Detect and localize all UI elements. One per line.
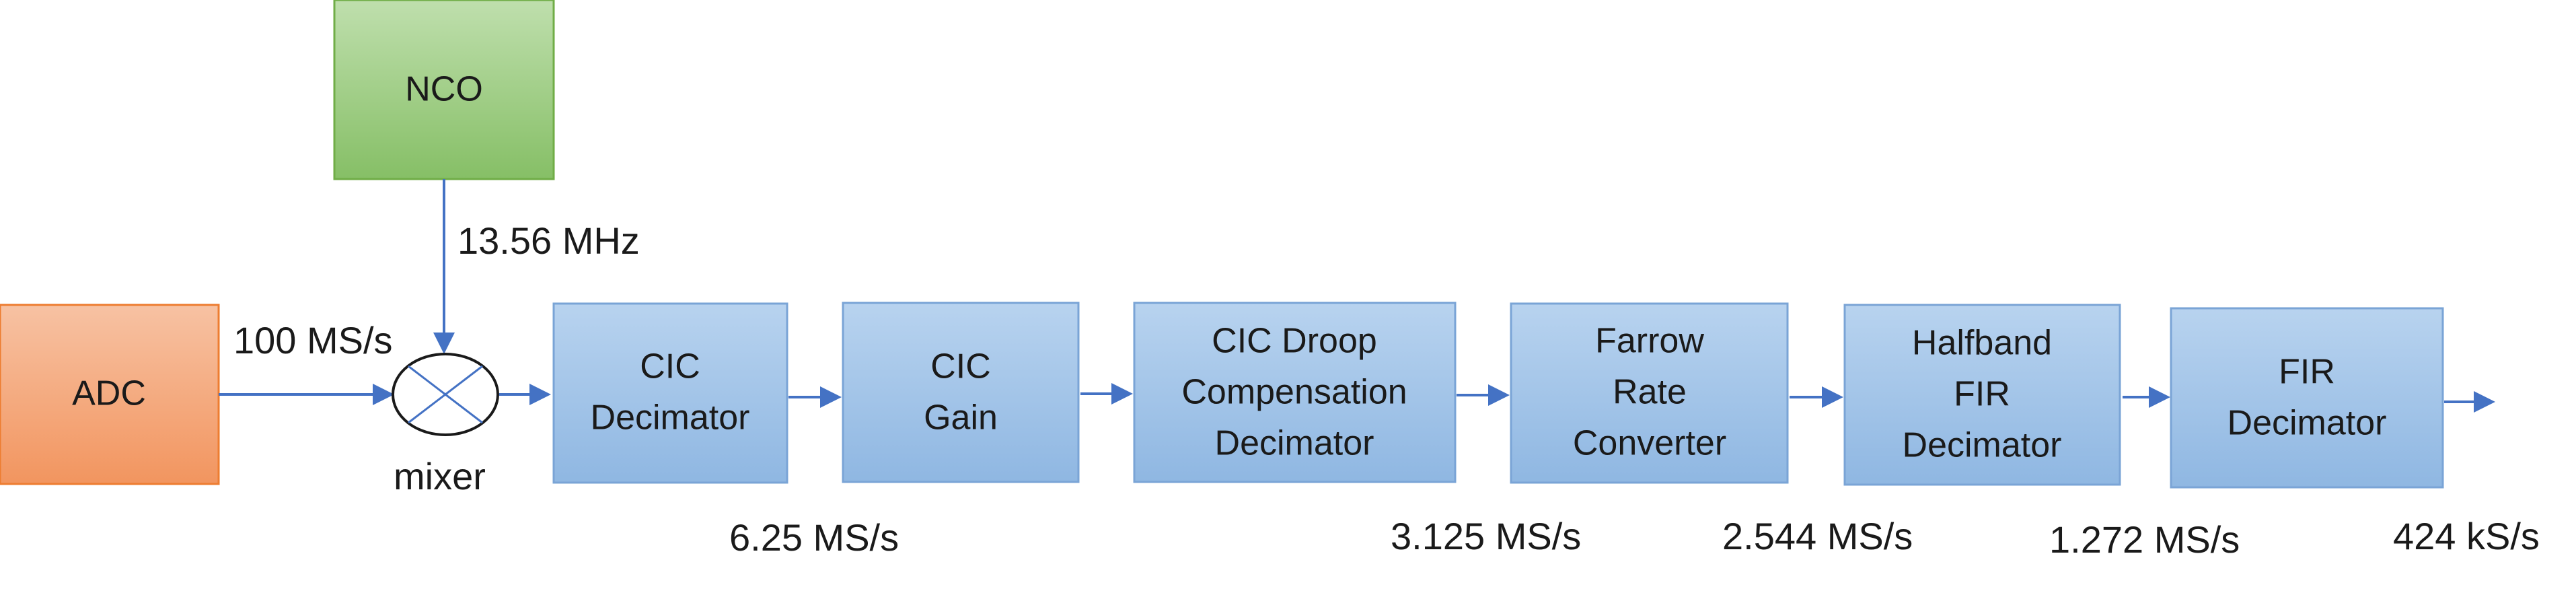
farrow-label-line3: Converter [1573,424,1726,463]
adc-label: ADC [72,374,146,413]
mixer-label: mixer [394,455,486,497]
droop-output-rate-label: 3.125 MS/s [1391,515,1581,557]
cic-gain-label-line1: CIC [930,347,991,386]
adc-block: ADC [0,304,220,485]
cic-gain-block: CIC Gain [842,302,1080,483]
fir-decimator-block: FIR Decimator [2170,307,2444,489]
cic-decimator-label-line1: CIC [640,347,700,386]
cic-decimator-block: CIC Decimator [552,302,788,484]
cic-droop-label-line1: CIC Droop [1212,322,1377,361]
farrow-block: Farrow Rate Converter [1510,302,1789,484]
farrow-label-line2: Rate [1613,373,1687,412]
nco-label: NCO [405,70,483,109]
fir-decimator-label-line2: Decimator [2228,404,2387,443]
cic-droop-block: CIC Droop Compensation Decimator [1133,302,1457,483]
nco-block: NCO [333,0,555,180]
cic-decimator-label-line2: Decimator [591,398,750,438]
farrow-output-rate-label: 2.544 MS/s [1722,515,1913,557]
cic-droop-label-line2: Compensation [1181,373,1407,412]
cic-droop-label-line3: Decimator [1215,424,1374,463]
halfband-block: Halfband FIR Decimator [1843,304,2121,486]
adc-rate-label: 100 MS/s [233,319,393,361]
nco-frequency-label: 13.56 MHz [457,219,640,262]
cic-gain-label-line2: Gain [924,398,998,438]
halfband-label-line3: Decimator [1903,426,2062,465]
final-output-rate-label: 424 kS/s [2393,515,2540,557]
halfband-output-rate-label: 1.272 MS/s [2049,518,2240,561]
halfband-label-line1: Halfband [1912,324,2052,363]
cic-output-rate-label: 6.25 MS/s [729,516,899,559]
mixer [392,353,499,436]
halfband-label-line2: FIR [1954,375,2010,414]
farrow-label-line1: Farrow [1595,322,1704,361]
fir-decimator-label-line1: FIR [2279,353,2335,392]
